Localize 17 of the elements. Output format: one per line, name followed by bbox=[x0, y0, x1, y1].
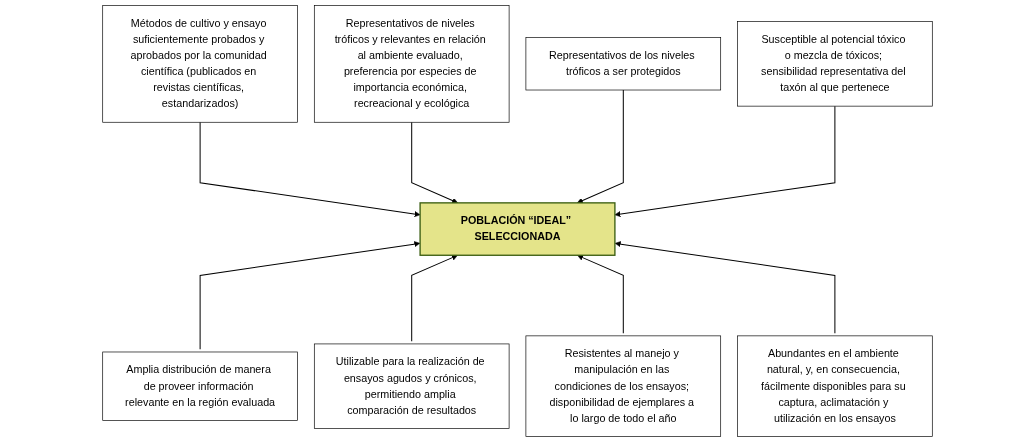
node-box: POBLACIÓN “IDEAL” SELECCIONADA bbox=[419, 202, 616, 256]
node-box: Representativos de los niveles tróficos a ser protegidos bbox=[525, 37, 722, 91]
arrow bbox=[411, 254, 458, 342]
arrow bbox=[577, 89, 624, 204]
arrow bbox=[199, 241, 421, 350]
node-box: Resistentes al manejo y manipulación en las condiciones de los ensayos; disponibilidad de ejemplares a lo largo de todo el año bbox=[525, 335, 722, 437]
arrow bbox=[199, 121, 421, 217]
node-box: Susceptible al potencial tóxico o mezcla de tóxicos; sensibilidad representativa del taxón al que pertenece bbox=[737, 21, 933, 107]
arrow bbox=[614, 105, 836, 217]
node-box: Utilizable para la realización de ensayos agudos y crónicos, permitiendo amplia comparación de resultados bbox=[313, 343, 510, 429]
arrow bbox=[411, 121, 458, 204]
node-box: Abundantes en el ambiente natural, y, en consecuencia, fácilmente disponibles para su captura, aclimatación y utilización en los ensayos bbox=[737, 335, 933, 437]
node-box: Métodos de cultivo y ensayo suficientemente probados y aprobados por la comunidad científica (publicados en revistas científicas, estandarizados) bbox=[102, 5, 298, 123]
arrow bbox=[577, 254, 624, 334]
node-box: Representativos de niveles tróficos y relevantes en relación al ambiente evaluado, preferencia por especies de importancia económica, recreacional y ecológica bbox=[313, 5, 510, 123]
node-box: Amplia distribución de manera de proveer información relevante en la región evaluada bbox=[102, 351, 298, 421]
arrow bbox=[614, 241, 836, 334]
